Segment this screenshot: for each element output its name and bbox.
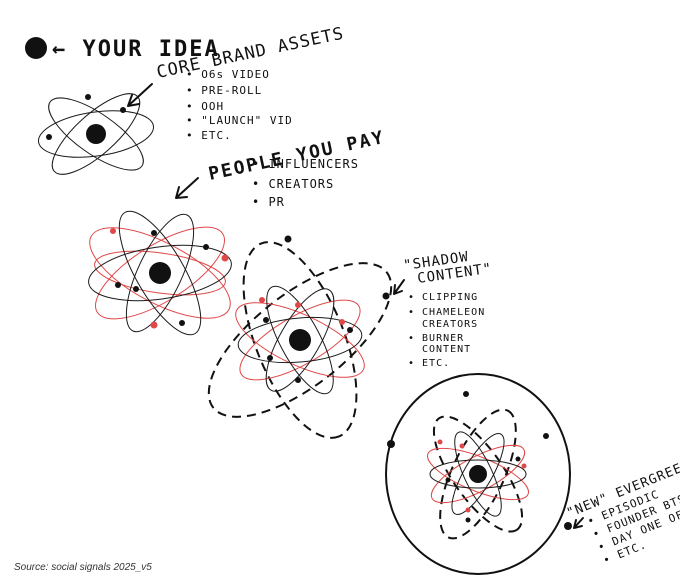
list-item: CREATORS — [422, 319, 478, 330]
source-caption: Source: social signals 2025_v5 — [14, 562, 152, 573]
shadow-content-list: • CLIPPING • CHAMELEON CREATORS • BURNER… — [408, 292, 485, 369]
list-item: • O6s VIDEO — [186, 68, 270, 81]
core-brand-assets-list: • O6s VIDEO • PRE-ROLL • OOH • "LAUNCH" … — [186, 68, 293, 142]
people-you-pay-list: • INFLUENCERS • CREATORS • PR — [252, 157, 359, 209]
list-item: • PRE-ROLL — [186, 84, 262, 97]
list-item: • CHAMELEON — [408, 307, 485, 318]
list-item: • PR — [252, 195, 285, 209]
list-item: • CLIPPING — [408, 292, 478, 303]
new-evergreen-atom-icon — [385, 373, 572, 575]
list-item: CONTENT — [422, 344, 471, 355]
list-item: • CREATORS — [252, 177, 334, 191]
list-item: • INFLUENCERS — [252, 157, 359, 171]
new-evergreen-annotation: "NEW" EVERGREEN • EPISODIC • FOUNDER BTS… — [565, 458, 680, 567]
your-idea-dot-icon — [25, 37, 47, 59]
list-item: • "LAUNCH" VID — [186, 114, 293, 127]
list-item: • OOH — [186, 100, 224, 113]
arrow-icon — [393, 279, 405, 295]
arrow-icon — [175, 177, 199, 199]
people-you-pay-atom-icon — [88, 210, 232, 336]
list-item: • ETC. — [408, 358, 450, 369]
arrow-icon — [573, 517, 584, 529]
list-item: • ETC. — [186, 129, 232, 142]
list-item: • BURNER — [408, 333, 464, 344]
shadow-content-atom-icon — [207, 235, 393, 439]
your-idea-label: ← YOUR IDEA — [52, 37, 220, 62]
arrow-icon — [127, 83, 153, 107]
